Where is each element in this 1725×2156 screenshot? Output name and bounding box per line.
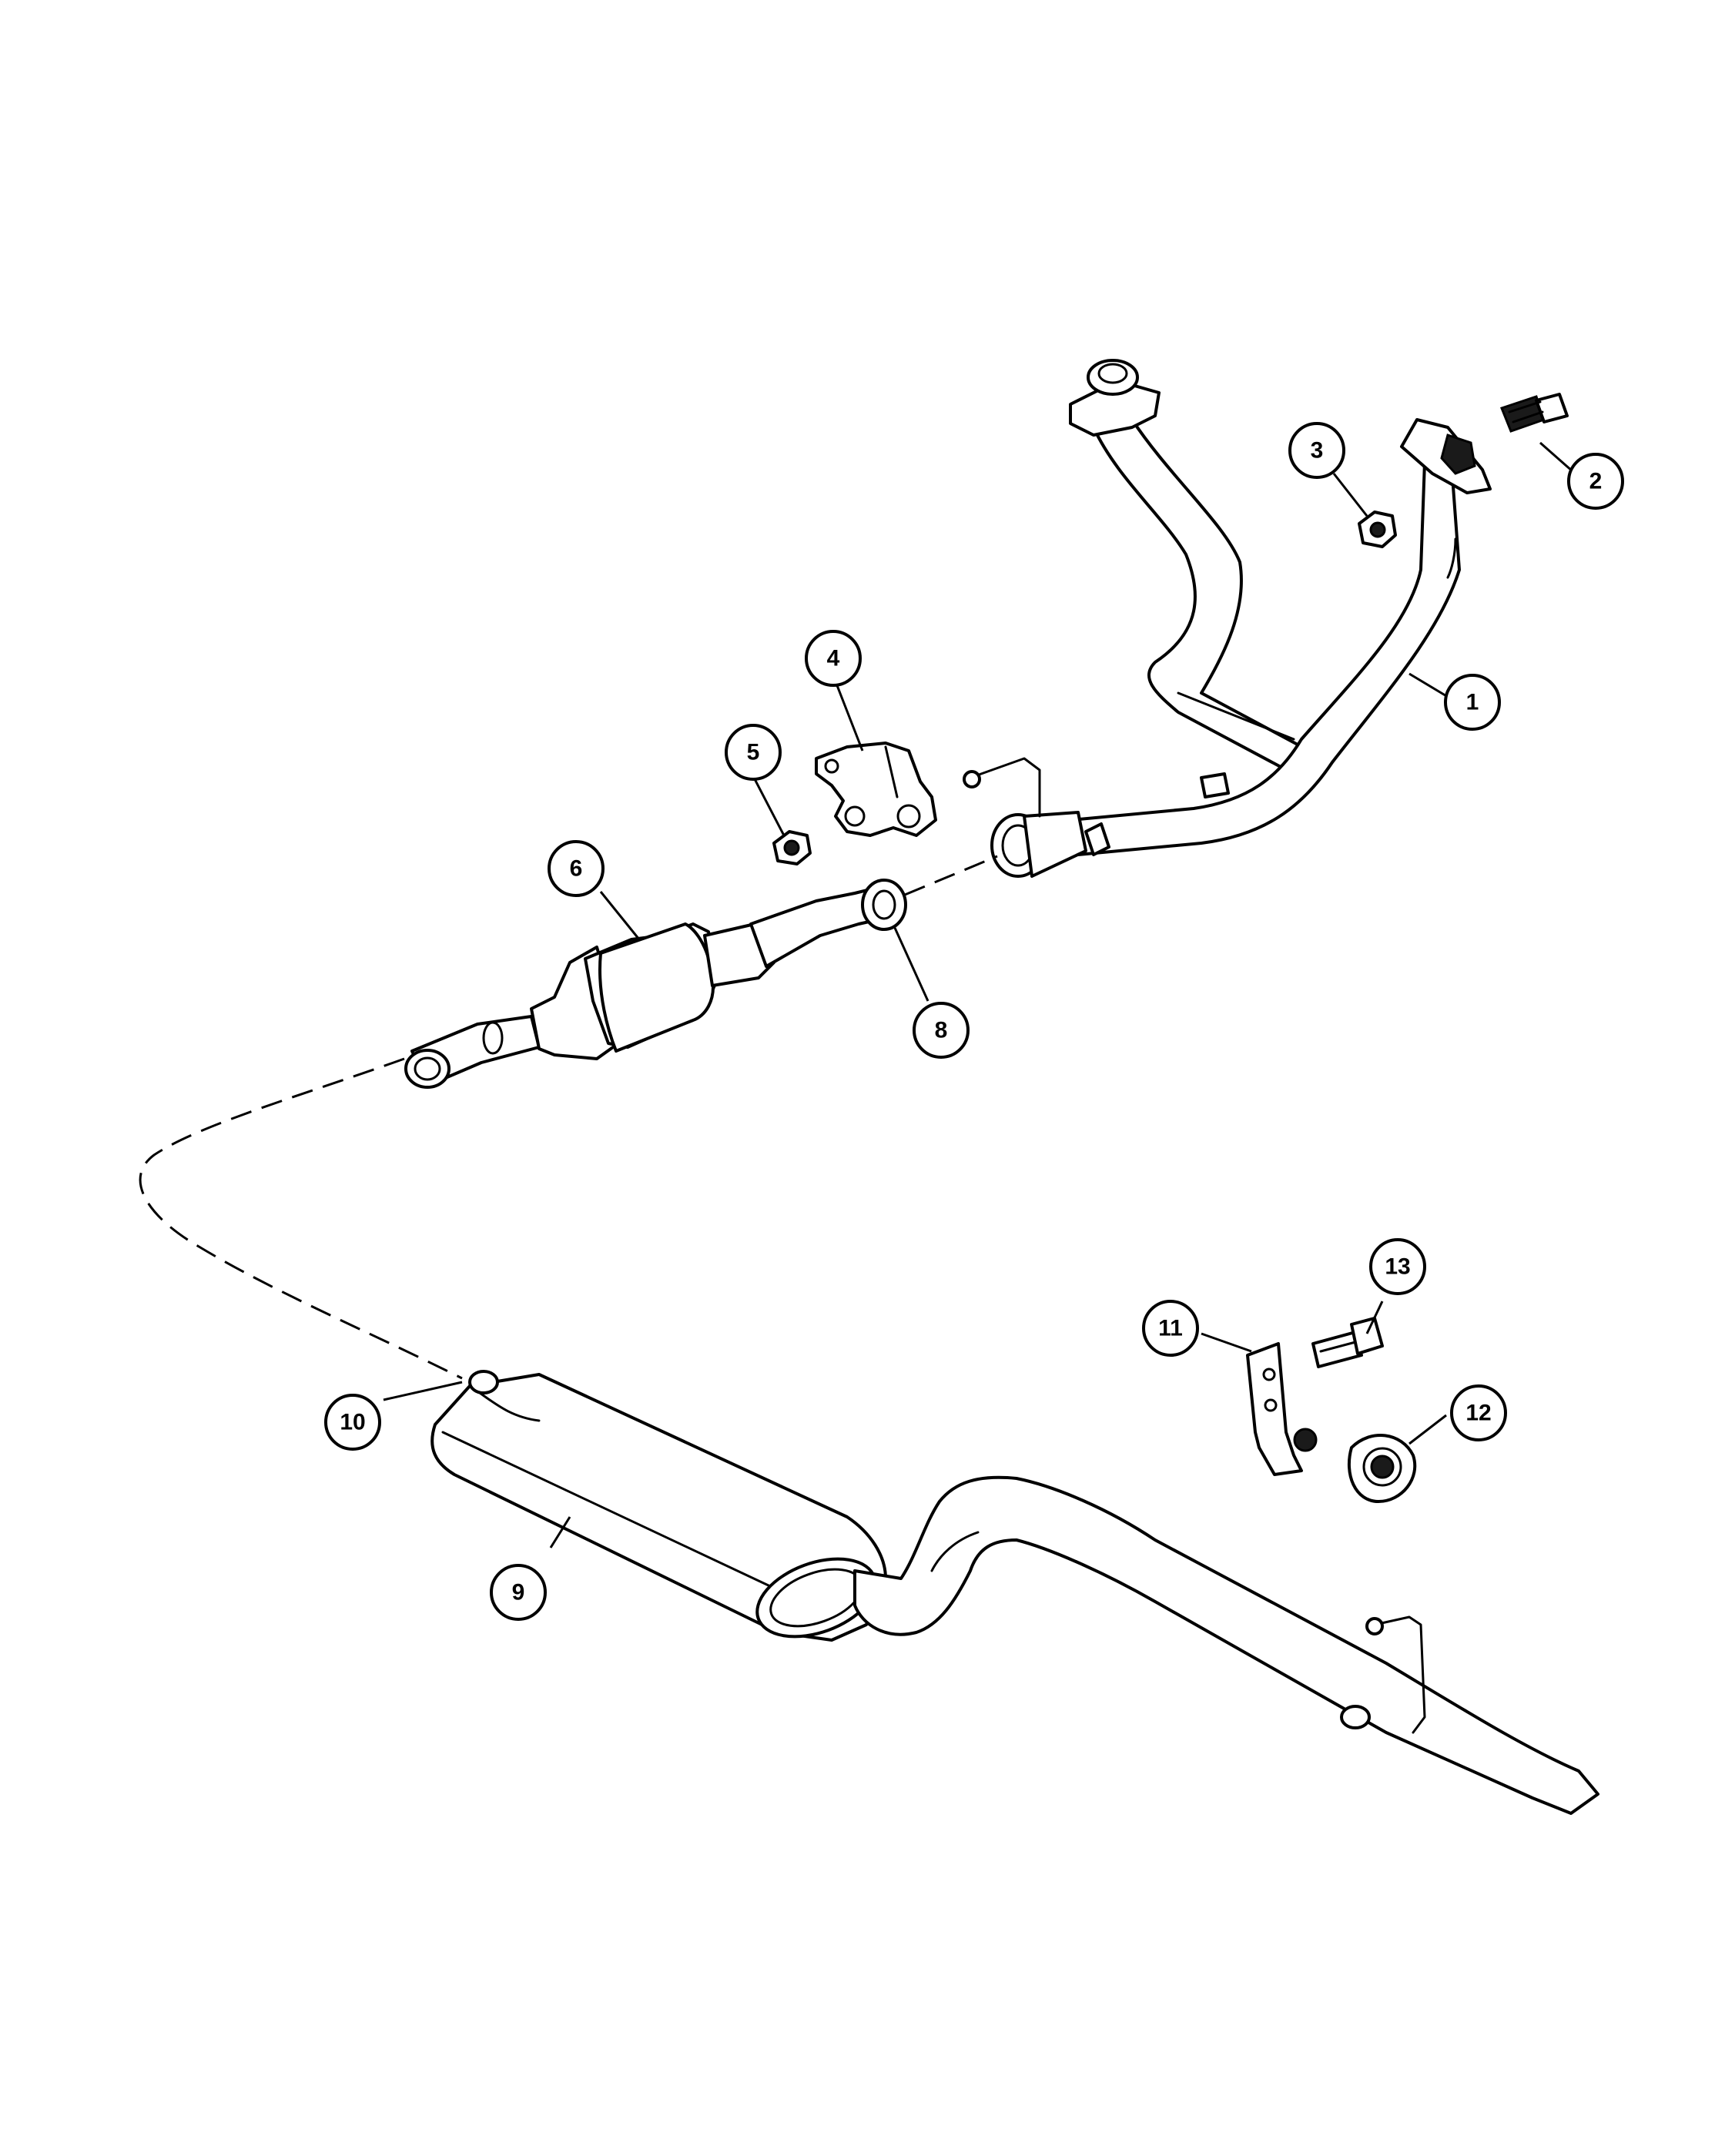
svg-text:6: 6 — [570, 856, 583, 882]
svg-text:4: 4 — [827, 646, 840, 671]
nut-5 — [772, 830, 812, 865]
callout-13: 13 — [1369, 1238, 1426, 1295]
isolator-12 — [1347, 1434, 1417, 1503]
gasket-10 — [468, 1370, 499, 1394]
hanger-bracket-4 — [815, 742, 937, 837]
catalytic-converter-6 — [404, 879, 907, 1089]
svg-text:11: 11 — [1158, 1316, 1183, 1341]
muffler-9 — [430, 1373, 1599, 1815]
svg-text:3: 3 — [1311, 438, 1324, 464]
svg-text:9: 9 — [512, 1580, 525, 1605]
callout-5: 5 — [725, 724, 782, 781]
callout-9: 9 — [490, 1564, 547, 1621]
connection-dashes — [139, 855, 998, 1380]
bolt-13 — [1311, 1317, 1384, 1368]
callout-3: 3 — [1288, 422, 1345, 479]
svg-text:2: 2 — [1589, 469, 1603, 494]
svg-text:10: 10 — [340, 1410, 365, 1435]
svg-text:5: 5 — [747, 740, 760, 765]
bolt-2 — [1500, 393, 1569, 433]
callout-10: 10 — [324, 1394, 381, 1451]
callout-8: 8 — [913, 1002, 970, 1059]
callout-11: 11 — [1142, 1300, 1199, 1357]
callout-1: 1 — [1444, 674, 1501, 731]
leader-lines — [383, 441, 1573, 1548]
callout-4: 4 — [805, 630, 862, 687]
svg-text:13: 13 — [1385, 1254, 1410, 1280]
svg-text:12: 12 — [1465, 1401, 1491, 1426]
svg-text:8: 8 — [935, 1018, 948, 1043]
front-exhaust-pipe — [963, 359, 1492, 878]
hanger-bracket-11 — [1246, 1342, 1318, 1476]
callout-6: 6 — [548, 840, 605, 897]
nut-3 — [1358, 511, 1397, 548]
callout-2: 2 — [1567, 453, 1624, 510]
svg-text:1: 1 — [1466, 690, 1479, 715]
callout-12: 12 — [1450, 1384, 1507, 1441]
